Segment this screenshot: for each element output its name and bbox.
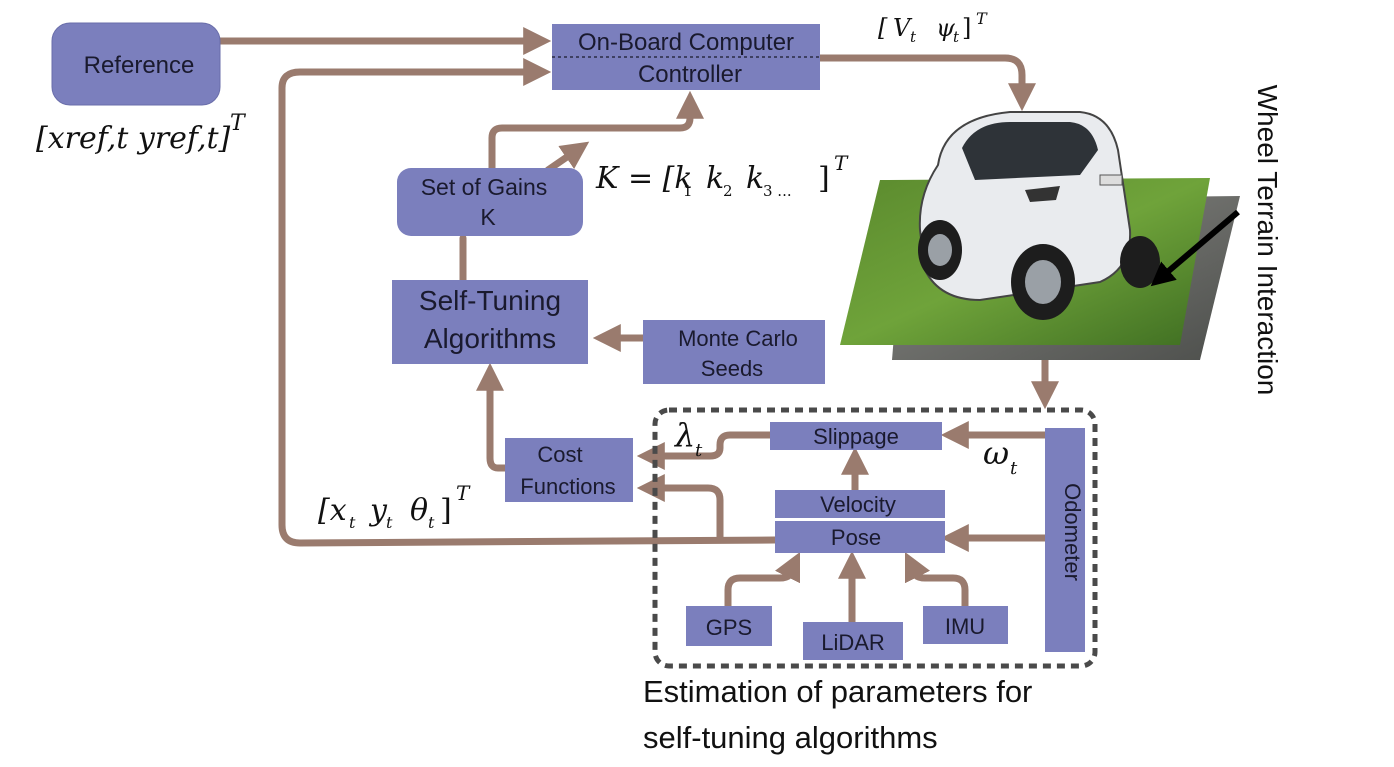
block-slippage: Slippage [770,422,942,450]
gps-label: GPS [706,615,752,640]
arrow-imu-to-pose [904,551,969,610]
front-rim [1025,260,1061,304]
estimation-region [652,407,1098,669]
svg-text:t: t [349,513,356,532]
gains-label-2: K [480,204,496,230]
selftuning-label-2: Algorithms [424,323,556,354]
lidar-label: LiDAR [821,630,885,655]
svg-text:V: V [893,14,913,42]
montecarlo-label-2: Seeds [701,356,763,381]
rear-rim [928,234,952,266]
car-logo [1025,186,1060,202]
svg-text:t: t [695,440,703,461]
wheel-pointer-arrow [1150,209,1240,287]
svg-text:T: T [456,481,471,505]
arrow-feedback-loop [278,58,779,547]
arrow-gains-to-kvector [544,141,590,174]
arrow-gains-to-controller [488,90,704,172]
ref-vector-sup: T [230,111,247,136]
svg-text:ψ: ψ [936,14,956,42]
block-onboard-computer: On-Board Computer Controller [552,24,820,90]
velocity-label: Velocity [820,492,896,517]
block-lidar: LiDAR [803,622,903,660]
label-cmd-vector: [ V t ψ t ] T [878,9,988,46]
arrow-pose-to-cost [636,474,724,542]
block-velocity: Velocity [775,490,945,518]
svg-text:k: k [746,161,764,196]
svg-text:]: ] [818,161,830,196]
block-pose: Pose [775,521,945,553]
svg-text:1: 1 [683,182,693,200]
svg-text:t: t [386,513,393,532]
vehicle-on-terrain-image [840,111,1240,360]
svg-text:[: [ [878,14,888,42]
svg-text:T: T [834,151,849,175]
arrow-slippage-to-cost [636,431,774,470]
label-lambda: λ t [673,416,703,461]
svg-text:k: k [706,161,724,196]
gains-label-1: Set of Gains [421,174,548,200]
car-windshield [962,122,1098,180]
svg-text:λ: λ [673,416,695,454]
cost-label-1: Cost [537,442,582,467]
onboard-top-label: On-Board Computer [578,29,794,56]
svg-text:2: 2 [723,182,733,200]
block-reference: Reference [51,22,221,106]
block-imu: IMU [923,606,1008,644]
block-gains: Set of Gains K [397,168,583,236]
odometer-label: Odometer [1060,483,1085,581]
svg-text:t: t [428,513,435,532]
svg-text:3 ...: 3 ... [763,182,792,200]
caption-line-2: self-tuning algorithms [643,720,938,755]
car-headlight [1099,174,1123,186]
label-gain-vector: K = [k 1 k 2 k 3 ... ] T [595,151,849,200]
cost-label-2: Functions [520,474,615,499]
svg-text:[x: [x [318,493,347,528]
svg-text:ω: ω [983,434,1009,472]
right-wheel [1120,236,1160,288]
label-ref-vector: [xref,t yref,t] T [36,111,247,156]
svg-text:]: ] [962,14,971,42]
svg-text:K = [k: K = [k [595,161,693,196]
block-self-tuning: Self-Tuning Algorithms [392,280,588,364]
svg-text:]: ] [440,493,452,528]
arrow-cost-to-selftuning [476,362,509,472]
block-monte-carlo: Monte Carlo Seeds [643,320,825,384]
svg-text:t: t [1010,458,1018,479]
svg-text:t: t [953,28,960,46]
svg-text:θ: θ [410,493,428,528]
caption-line-1: Estimation of parameters for [643,674,1032,709]
onboard-bottom-label: Controller [638,61,742,88]
block-cost-functions: Cost Functions [505,438,633,502]
pose-label: Pose [831,525,881,550]
wheel-terrain-label: Wheel Terrain Interaction [1252,85,1283,396]
arrow-gps-to-pose [724,551,801,610]
label-omega: ω t [983,434,1018,479]
slippage-label: Slippage [813,424,899,449]
connectors [216,27,1059,626]
arrow-controller-to-vehicle [816,54,1036,112]
reference-label: Reference [84,52,195,79]
block-gps: GPS [686,606,772,646]
svg-text:t: t [910,28,917,46]
montecarlo-label-1: Monte Carlo [678,326,798,351]
svg-text:y: y [368,493,388,528]
svg-text:T: T [976,9,988,28]
ref-vector-label: [xref,t yref,t] [36,121,231,156]
label-state-vector: [x t y t θ t ] T [318,481,471,532]
selftuning-label-1: Self-Tuning [419,285,561,316]
imu-label: IMU [945,614,985,639]
block-odometer: Odometer [1045,428,1085,652]
